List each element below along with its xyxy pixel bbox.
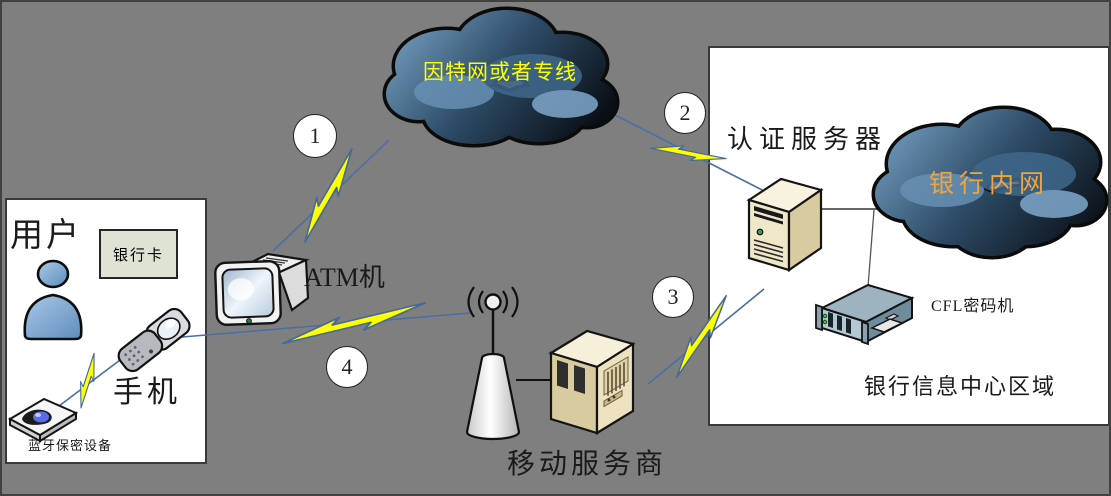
mobile-provider-label: 移动服务商 <box>507 449 668 480</box>
mobile-phone-icon <box>117 307 191 373</box>
auth-server-label: 认证服务器 <box>727 125 888 154</box>
antenna-tower-icon <box>465 286 521 441</box>
lightning-bolt-1 <box>280 148 377 243</box>
atm-label: ATM机 <box>304 263 385 292</box>
link-intranet-cfl <box>867 209 875 288</box>
lightning-bolt-2 <box>649 125 727 182</box>
link-mobile-authserver <box>647 288 765 385</box>
internet-cloud-label: 因特网或者专线 <box>423 60 577 84</box>
bank-intranet-cloud-icon <box>871 105 1109 260</box>
bluetooth-device-icon <box>7 397 79 443</box>
internet-cloud-icon <box>382 6 620 148</box>
user-area-title: 用户 <box>10 218 82 254</box>
user-person-icon <box>23 259 83 341</box>
phone-label: 手机 <box>113 376 181 409</box>
bank-card-label: 银行卡 <box>112 247 164 264</box>
cfl-cipher-machine-label: CFL密码机 <box>931 298 1015 315</box>
bluetooth-device-label: 蓝牙保密设备 <box>28 438 113 453</box>
atm-monitor-icon <box>214 252 310 326</box>
bank-intranet-label: 银行内网 <box>928 171 1049 198</box>
step-badge-1: 1 <box>293 114 337 158</box>
bank-info-center-label: 银行信息中心区域 <box>864 374 1057 399</box>
step-badge-3: 3 <box>652 276 694 318</box>
lightning-bolt-4 <box>280 301 428 345</box>
plain-lines <box>516 208 878 381</box>
lightning-bolt-bluetooth <box>61 352 114 409</box>
auth-server-icon <box>746 177 824 273</box>
bank-card-box: 银行卡 <box>99 229 178 279</box>
cfl-cipher-machine-icon <box>815 283 915 346</box>
step-badge-4: 4 <box>326 346 368 388</box>
step-badge-2: 2 <box>664 92 706 134</box>
mobile-server-icon <box>548 329 636 435</box>
